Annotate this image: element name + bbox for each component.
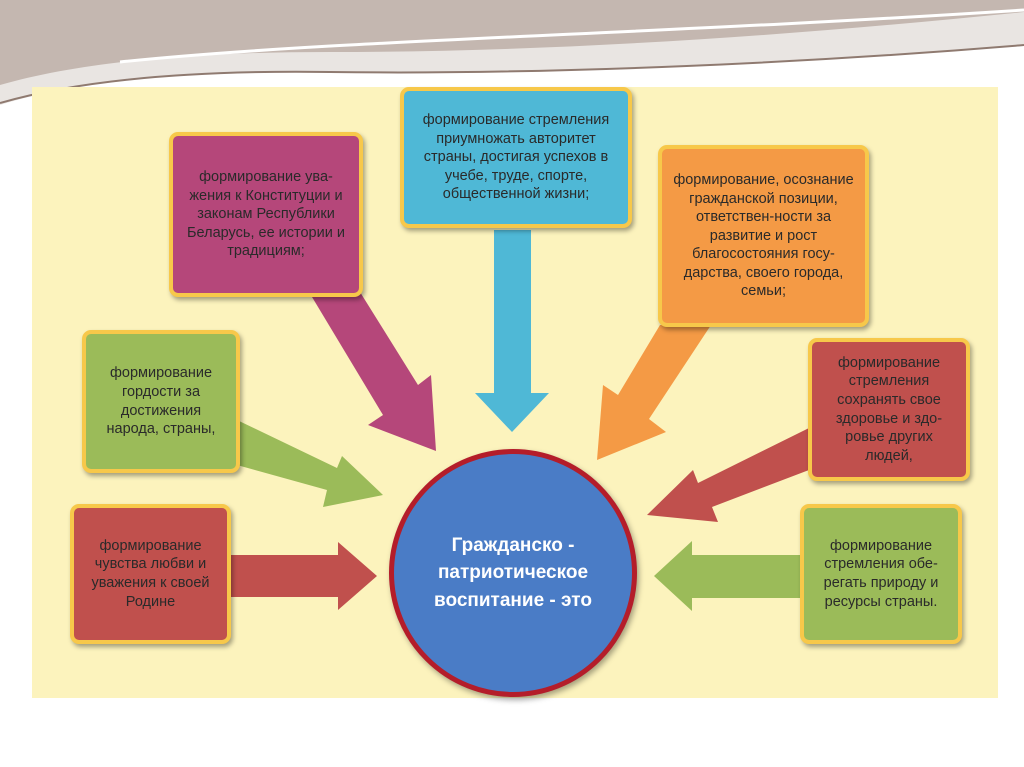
box-top-right: формирование, осознание гражданской пози… [658,145,869,327]
header-swoosh-decoration [0,0,1024,105]
box-mid-right-text: формирование стремления сохранять свое з… [835,354,943,464]
box-bottom-right: формирование стремления обе-регать приро… [800,504,962,644]
box-mid-right: формирование стремления сохранять свое з… [808,338,970,481]
arrow-bottom-right [654,541,803,611]
box-top-right-text: формирование, осознание гражданской пози… [673,172,854,300]
box-top-center-text: формирование стремления приумножать авто… [422,112,610,203]
box-mid-left-text: формирование гордости за достижения наро… [106,365,216,438]
box-top-left: формирование ува-жения к Конституции и з… [169,132,363,297]
box-top-left-text: формирование ува-жения к Конституции и з… [187,169,345,260]
center-circle: Гражданско - патриотическое воспитание -… [389,449,637,697]
arrow-top-center [475,230,549,432]
arrow-top-right [597,325,711,460]
box-bottom-left-text: формирование чувства любви и уважения к … [91,537,210,610]
box-bottom-right-text: формирование стремления обе-регать приро… [823,537,939,610]
arrow-mid-left [237,420,383,507]
box-bottom-left: формирование чувства любви и уважения к … [70,504,231,644]
center-circle-text: Гражданско - патриотическое воспитание -… [434,534,592,611]
arrow-bottom-left [228,542,377,610]
box-top-center: формирование стремления приумножать авто… [400,87,632,228]
box-mid-left: формирование гордости за достижения наро… [82,330,240,473]
arrow-top-left [309,292,436,451]
arrow-mid-right [647,428,809,522]
